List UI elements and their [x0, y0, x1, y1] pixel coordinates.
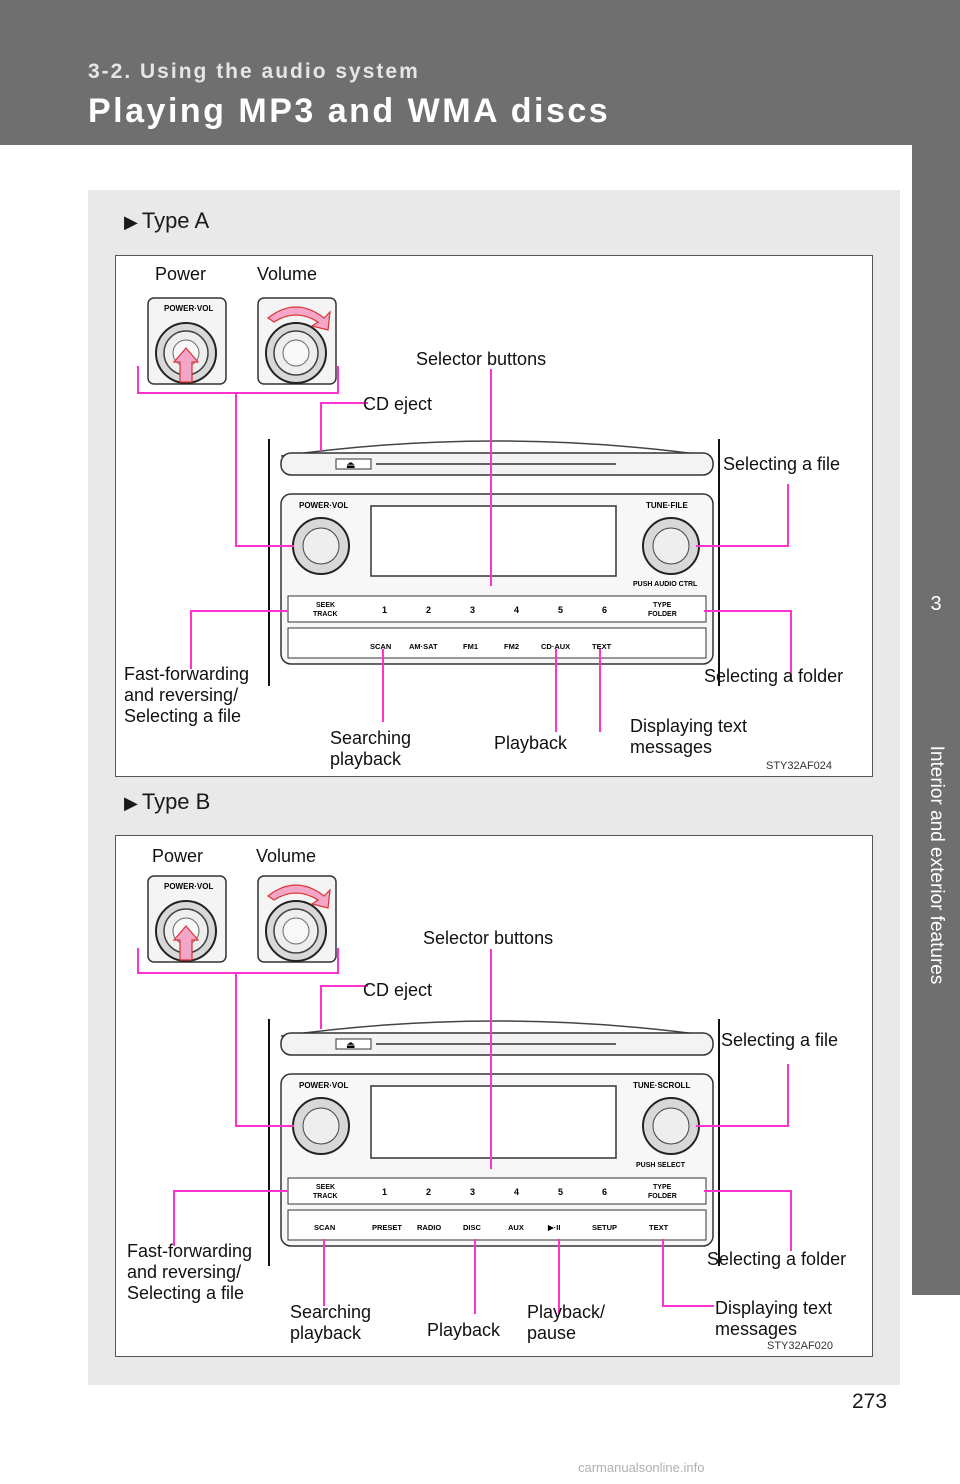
svg-text:TRACK: TRACK [313, 611, 338, 618]
svg-text:FOLDER: FOLDER [648, 1193, 677, 1200]
svg-text:5: 5 [558, 1187, 563, 1197]
svg-text:4: 4 [514, 605, 519, 615]
label-searching-playback-a: Searching playback [330, 728, 412, 769]
label-cd-eject-a: CD eject [363, 394, 433, 414]
svg-text:4: 4 [514, 1187, 519, 1197]
label-displaying-text-b: Displaying text messages [715, 1298, 833, 1339]
press-arrow-icon [172, 925, 200, 961]
svg-text:DISC: DISC [463, 1223, 482, 1232]
svg-text:3: 3 [470, 1187, 475, 1197]
svg-text:TUNE·FILE: TUNE·FILE [646, 501, 688, 510]
page-number: 273 [852, 1390, 888, 1413]
volume-knob-inset [257, 297, 337, 385]
figure-code-a: STY32AF024 [766, 760, 832, 772]
label-fast-forward-b: Fast-forwarding and reversing/ Selecting… [127, 1241, 253, 1303]
label-volume-b: Volume [256, 846, 317, 866]
page-header: 3-2. Using the audio system Playing MP3 … [0, 0, 960, 145]
svg-text:2: 2 [426, 1187, 431, 1197]
svg-text:TEXT: TEXT [649, 1223, 669, 1232]
chapter-tab: 3 Interior and exterior features [912, 145, 960, 1295]
label-power-b: Power [152, 846, 204, 866]
type-a-figure: POWER·VOL ⏏ POWER·VOL TUNE·FILE PUSH A [115, 255, 873, 777]
radio-unit-b: ⏏ POWER·VOL TUNE·SCROLL PUSH SELECT SEEK… [280, 1020, 714, 1247]
label-playback-a: Playback [494, 733, 568, 753]
type-b-figure: POWER·VOL ⏏ POWER·VOL TUNE·SCROLL PUSH S… [115, 835, 873, 1357]
type-a-diagram: POWER·VOL ⏏ POWER·VOL TUNE·FILE PUSH A [137, 297, 832, 772]
svg-text:TEXT: TEXT [592, 642, 612, 651]
label-playback-pause-b: Playback/ pause [527, 1302, 606, 1343]
svg-text:3: 3 [470, 605, 475, 615]
press-arrow-icon [172, 347, 200, 383]
svg-text:RADIO: RADIO [417, 1223, 441, 1232]
svg-text:POWER·VOL: POWER·VOL [299, 1081, 348, 1090]
callout-lines-b [137, 948, 792, 1314]
svg-text:AUX: AUX [508, 1223, 524, 1232]
label-selecting-folder-b: Selecting a folder [707, 1249, 847, 1269]
label-playback-b: Playback [427, 1320, 501, 1340]
svg-text:6: 6 [602, 605, 607, 615]
svg-text:SCAN: SCAN [314, 1223, 335, 1232]
type-b-heading-text: Type B [141, 789, 211, 814]
svg-text:CD·AUX: CD·AUX [541, 642, 570, 651]
svg-text:FM1: FM1 [463, 642, 478, 651]
svg-text:1: 1 [382, 605, 387, 615]
svg-text:PUSH AUDIO CTRL: PUSH AUDIO CTRL [633, 581, 698, 588]
label-selector-buttons-a: Selector buttons [416, 349, 547, 369]
callout-lines-a [137, 366, 792, 732]
svg-text:▶·II: ▶·II [547, 1223, 560, 1232]
svg-text:POWER·VOL: POWER·VOL [299, 501, 348, 510]
svg-text:PUSH SELECT: PUSH SELECT [636, 1162, 686, 1169]
svg-text:1: 1 [382, 1187, 387, 1197]
type-a-heading: ▶Type A [124, 208, 209, 234]
page-title: Playing MP3 and WMA discs [88, 92, 611, 130]
svg-text:5: 5 [558, 605, 563, 615]
label-selecting-file-b: Selecting a file [721, 1030, 839, 1050]
rotate-arrow-icon [266, 884, 331, 909]
watermark: carmanualsonline.info [578, 1460, 705, 1475]
figure-code-b: STY32AF020 [767, 1340, 833, 1352]
label-searching-playback-b: Searching playback [290, 1302, 372, 1343]
label-selector-buttons-b: Selector buttons [423, 928, 554, 948]
label-cd-eject-b: CD eject [363, 980, 433, 1000]
power-vol-label: POWER·VOL [164, 304, 213, 313]
svg-text:TYPE: TYPE [653, 602, 672, 609]
chapter-title: Interior and exterior features [926, 745, 947, 985]
label-fast-forward-a: Fast-forwarding and reversing/ Selecting… [124, 664, 250, 726]
svg-text:2: 2 [426, 605, 431, 615]
label-power-a: Power [155, 264, 207, 284]
svg-text:FM2: FM2 [504, 642, 519, 651]
label-selecting-folder-a: Selecting a folder [704, 666, 844, 686]
chapter-number: 3 [930, 593, 942, 615]
type-a-heading-text: Type A [141, 208, 210, 233]
type-b-diagram: POWER·VOL ⏏ POWER·VOL TUNE·SCROLL PUSH S… [137, 875, 833, 1352]
rotate-arrow-icon [266, 306, 331, 331]
svg-text:SEEK: SEEK [316, 1184, 335, 1191]
eject-icon-b: ⏏ [346, 1040, 355, 1051]
label-selecting-file-a: Selecting a file [723, 454, 841, 474]
svg-text:POWER·VOL: POWER·VOL [164, 882, 213, 891]
volume-knob-inset-b [257, 875, 337, 963]
power-knob-inset-b: POWER·VOL [147, 875, 227, 963]
svg-text:SEEK: SEEK [316, 602, 335, 609]
svg-text:FOLDER: FOLDER [648, 611, 677, 618]
label-volume-a: Volume [257, 264, 318, 284]
label-displaying-text-a: Displaying text messages [630, 716, 748, 757]
svg-text:6: 6 [602, 1187, 607, 1197]
triangle-bullet-icon: ▶ [124, 793, 138, 813]
svg-text:AM·SAT: AM·SAT [409, 642, 438, 651]
power-knob-inset: POWER·VOL [147, 297, 227, 385]
svg-text:TYPE: TYPE [653, 1184, 672, 1191]
section-subtitle: 3-2. Using the audio system [88, 60, 420, 83]
triangle-bullet-icon: ▶ [124, 212, 138, 232]
eject-icon-a: ⏏ [346, 460, 355, 471]
svg-text:SETUP: SETUP [592, 1223, 617, 1232]
svg-text:TRACK: TRACK [313, 1193, 338, 1200]
type-b-heading: ▶Type B [124, 789, 210, 815]
radio-unit-a: ⏏ POWER·VOL TUNE·FILE PUSH AUDIO CTRL SE… [280, 440, 714, 665]
svg-text:SCAN: SCAN [370, 642, 391, 651]
svg-text:PRESET: PRESET [372, 1223, 402, 1232]
svg-text:TUNE·SCROLL: TUNE·SCROLL [633, 1081, 690, 1090]
